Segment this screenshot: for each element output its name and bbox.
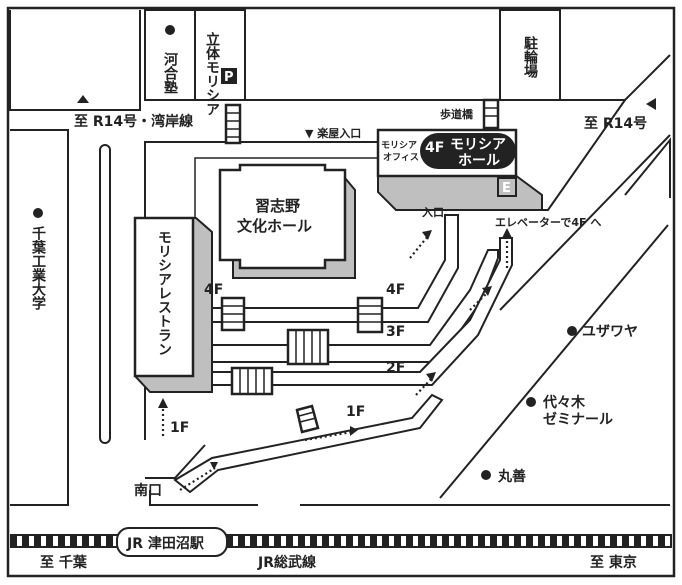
median-strip	[99, 144, 111, 444]
stairs-4f-left	[220, 296, 246, 332]
road-block-chiba-univ	[10, 129, 69, 506]
label-jr-sobu: JR総武線	[257, 554, 316, 571]
label-parking-p: P	[224, 70, 234, 85]
label-hall-floor: 4F	[425, 140, 444, 156]
label-yuzawaya: ユザワヤ	[582, 324, 638, 340]
label-hall-2: ホール	[458, 153, 500, 169]
label-elevator-badge: E	[502, 181, 511, 196]
label-to-tokyo: 至 東京	[590, 554, 637, 571]
road-block-top-right	[559, 10, 671, 101]
road-right-lower	[624, 137, 671, 198]
label-yoyogi-1: 代々木	[542, 394, 586, 411]
marker-yoyogi	[526, 397, 536, 407]
stairs-4f-right	[356, 296, 384, 334]
road-block-top-left	[9, 10, 141, 111]
arrow-route-3f	[482, 286, 492, 296]
stairs-2f	[230, 366, 274, 396]
label-bicycle: 駐輪場	[522, 35, 538, 79]
building-morishia-restaurant	[133, 216, 213, 393]
label-restaurant: モリシアレストラン	[156, 230, 172, 356]
road-right-diagonal	[499, 134, 671, 311]
route-to-2f	[415, 377, 433, 396]
label-office-1: モリシア	[381, 140, 417, 151]
label-to-chiba: 至 千葉	[40, 554, 88, 571]
label-entrance: 入口	[422, 206, 444, 219]
pedestrian-bridge	[482, 98, 500, 130]
label-pedestrian-bridge: 歩道橋	[440, 107, 474, 121]
arrow-r14-bay	[77, 95, 89, 103]
label-south-exit: 南口	[134, 482, 162, 499]
label-bunka-1: 習志野	[255, 197, 300, 215]
parking-p-badge	[221, 68, 237, 84]
block-bottom-left	[149, 490, 258, 506]
label-r14: 至 R14号	[584, 116, 647, 132]
arrow-route-1f-mid	[350, 426, 358, 436]
label-hall-1: モリシア	[450, 137, 506, 153]
arrow-r14	[646, 98, 656, 110]
block-yoyogi	[439, 224, 669, 499]
label-floor-3f: 3F	[386, 324, 405, 340]
station-box	[116, 527, 228, 557]
label-floor-4f-right: 4F	[386, 282, 405, 298]
building-morishia-hall	[376, 128, 543, 211]
label-floor-1f-center: 1F	[346, 404, 365, 420]
label-station: JR 津田沼駅	[126, 535, 205, 552]
building-bunka-hall	[218, 163, 356, 279]
label-office-2: オフィス	[383, 152, 419, 163]
arrow-route-4f	[422, 230, 432, 240]
label-bunka-2: 文化ホール	[237, 217, 312, 235]
hall-black-badge	[420, 133, 516, 169]
pedestrian-bridge-steps	[224, 103, 242, 145]
ramp-1f-walk	[173, 393, 444, 494]
arrow-elevator	[502, 228, 512, 238]
route-1f	[179, 467, 216, 491]
marker-chiba-univ	[33, 208, 43, 218]
road-block-parking	[194, 9, 246, 101]
label-yoyogi-2: ゼミナール	[543, 411, 613, 428]
label-chiba-univ: 千葉工業大学	[30, 225, 47, 311]
label-floor-1f-left: 1F	[170, 420, 189, 436]
marker-maruzen	[481, 470, 491, 480]
label-floor-4f-left: 4F	[204, 282, 223, 298]
arrow-route-1f	[210, 462, 218, 470]
marker-yuzawaya	[567, 326, 577, 336]
label-kawai: 河合塾	[162, 51, 178, 94]
road-block-bicycle	[499, 9, 561, 101]
label-r14-bay: 至 R14号・湾岸線	[74, 113, 193, 130]
label-elevator-to-4f: エレベーターで4F へ	[495, 216, 601, 229]
central-block-bottom	[145, 444, 206, 479]
label-loading-entrance: ▼ 楽屋入口	[305, 126, 361, 140]
marker-kawai	[165, 25, 175, 35]
route-to-3f	[469, 291, 489, 311]
road-block-top-middle	[244, 10, 501, 101]
label-maruzen: 丸善	[497, 468, 526, 485]
stairs-1f	[295, 404, 320, 434]
stairs-3f	[286, 328, 330, 366]
label-floor-2f: 2F	[386, 360, 405, 376]
arrow-restaurant	[158, 398, 168, 408]
arrow-route-2f	[426, 372, 436, 382]
label-parking: 立体モリシア	[204, 31, 220, 116]
